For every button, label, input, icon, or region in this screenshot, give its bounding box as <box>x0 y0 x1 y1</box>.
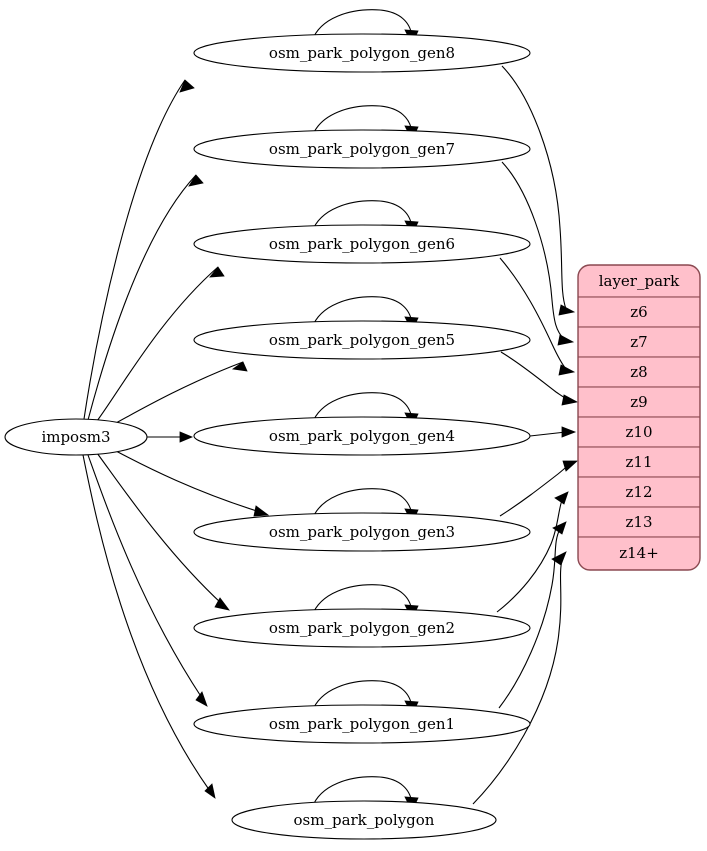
node-gen3-shape[interactable] <box>193 512 531 552</box>
node-gen7-shape[interactable] <box>193 129 531 169</box>
table-row-z8-label: z8 <box>630 363 647 381</box>
node-gen6-label: osm_park_polygon_gen6 <box>269 235 455 253</box>
node-gen4-shape[interactable] <box>193 416 531 456</box>
edge-base-to-z14plus <box>472 551 567 805</box>
node-gen8-label: osm_park_polygon_gen8 <box>269 44 455 62</box>
edge-imposm3-to-gen1 <box>87 454 208 707</box>
table-row-z10-label: z10 <box>626 423 653 441</box>
edge-gen4-to-z10 <box>529 426 577 438</box>
node-gen5[interactable]: osm_park_polygon_gen5 <box>193 320 531 360</box>
graph-nodes: imposm3 osm_park_polygon_gen8 osm_park_p… <box>4 33 531 840</box>
table-row-z14plus-label: z14+ <box>619 544 659 562</box>
node-gen1-label: osm_park_polygon_gen1 <box>269 715 455 733</box>
node-gen1[interactable]: osm_park_polygon_gen1 <box>193 704 531 744</box>
node-gen2-label: osm_park_polygon_gen2 <box>269 619 455 637</box>
node-gen7[interactable]: osm_park_polygon_gen7 <box>193 129 531 169</box>
node-gen5-label: osm_park_polygon_gen5 <box>269 331 455 349</box>
edge-gen8-to-z6 <box>501 65 576 316</box>
edges-to-layer-table <box>472 65 579 805</box>
edge-imposm3-to-base <box>82 454 216 799</box>
node-gen2-shape[interactable] <box>193 608 531 648</box>
node-imposm3-label: imposm3 <box>41 428 110 446</box>
table-row-z9-label: z9 <box>630 393 647 411</box>
table-row-z11-cell[interactable] <box>578 446 700 478</box>
edge-imposm3-to-gen4 <box>147 431 194 443</box>
edge-imposm3-to-gen7 <box>87 174 204 421</box>
node-gen2[interactable]: osm_park_polygon_gen2 <box>193 608 531 648</box>
node-imposm3[interactable]: imposm3 <box>4 418 148 456</box>
node-base[interactable]: osm_park_polygon <box>231 800 497 840</box>
table-row-z13-label: z13 <box>626 513 653 531</box>
edge-gen5-to-z9 <box>500 351 579 406</box>
node-gen1-shape[interactable] <box>193 704 531 744</box>
layer-park-table[interactable]: layer_park z6 z7 z8 z9 z10 z11 z12 z13 z… <box>577 264 701 571</box>
table-row-z8-cell[interactable] <box>578 356 700 388</box>
edge-gen6-to-z8 <box>499 257 576 376</box>
edges-from-imposm3 <box>82 79 270 799</box>
node-base-label: osm_park_polygon <box>294 811 435 829</box>
node-gen6-shape[interactable] <box>193 224 531 264</box>
table-outline <box>577 264 701 571</box>
node-imposm3-shape[interactable] <box>4 418 148 456</box>
edge-imposm3-to-gen8 <box>83 79 195 420</box>
node-base-shape[interactable] <box>231 800 497 840</box>
edge-gen1-to-z13 <box>498 521 567 709</box>
node-gen4-label: osm_park_polygon_gen4 <box>269 427 455 445</box>
node-gen3-label: osm_park_polygon_gen3 <box>269 523 455 541</box>
table-row-z7-label: z7 <box>630 333 647 351</box>
table-row-z9-cell[interactable] <box>578 386 700 418</box>
table-row-z12-label: z12 <box>626 483 653 501</box>
node-gen8[interactable]: osm_park_polygon_gen8 <box>193 33 531 73</box>
node-gen5-shape[interactable] <box>193 320 531 360</box>
table-row-z11-label: z11 <box>626 453 653 471</box>
table-row-z6-label: z6 <box>630 303 647 321</box>
table-row-z6-cell[interactable] <box>578 296 700 328</box>
edge-imposm3-to-gen3 <box>115 450 270 517</box>
node-gen6[interactable]: osm_park_polygon_gen6 <box>193 224 531 264</box>
edge-gen2-to-z12 <box>496 491 569 613</box>
layer-park-table-body <box>578 265 700 570</box>
node-gen8-shape[interactable] <box>193 33 531 73</box>
edge-imposm3-to-gen6 <box>96 266 225 422</box>
node-gen4[interactable]: osm_park_polygon_gen4 <box>193 416 531 456</box>
table-header-label: layer_park <box>599 272 680 290</box>
node-gen7-label: osm_park_polygon_gen7 <box>269 140 455 158</box>
edge-gen7-to-z7 <box>501 161 575 346</box>
edge-gen3-to-z11 <box>499 460 579 517</box>
edge-imposm3-to-gen2 <box>96 452 230 611</box>
table-row-z14plus-cell[interactable] <box>578 536 700 570</box>
node-gen3[interactable]: osm_park_polygon_gen3 <box>193 512 531 552</box>
table-row-z13-cell[interactable] <box>578 506 700 538</box>
edge-imposm3-to-gen5 <box>115 361 248 424</box>
